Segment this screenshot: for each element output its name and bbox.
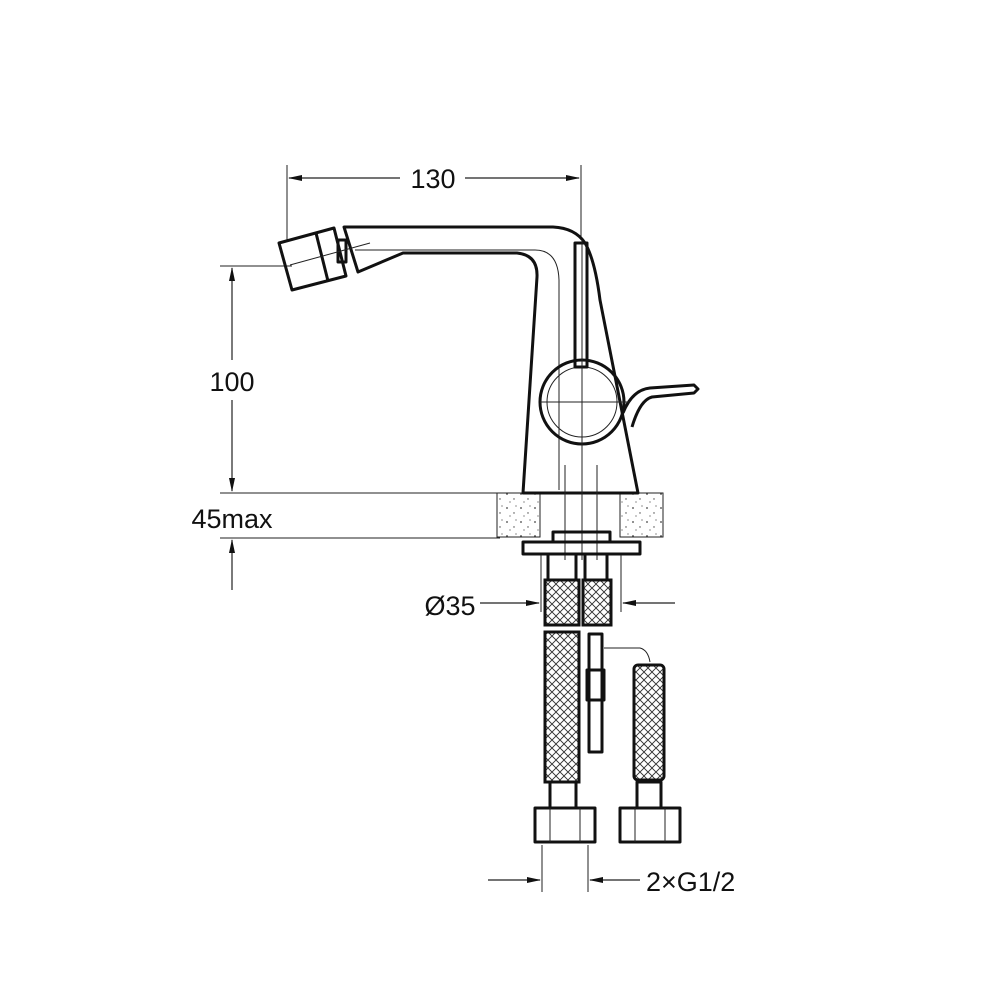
dim-130-label: 130 (410, 164, 455, 194)
dimension-45max: 45max (191, 492, 500, 590)
countertop (496, 492, 664, 538)
dim-connection-label: 2×G1/2 (646, 867, 735, 897)
dimension-100: 100 (209, 265, 292, 492)
dimension-130: 130 (286, 164, 582, 240)
dim-45max-label: 45max (191, 504, 273, 534)
dim-100-label: 100 (209, 367, 254, 397)
mounting-plate (521, 530, 642, 556)
supply-hoses (533, 552, 682, 844)
dimension-diameter-35: Ø35 (424, 555, 675, 621)
dimension-connection: 2×G1/2 (488, 845, 735, 897)
dim-diameter-label: Ø35 (424, 591, 475, 621)
faucet-body (277, 225, 700, 560)
